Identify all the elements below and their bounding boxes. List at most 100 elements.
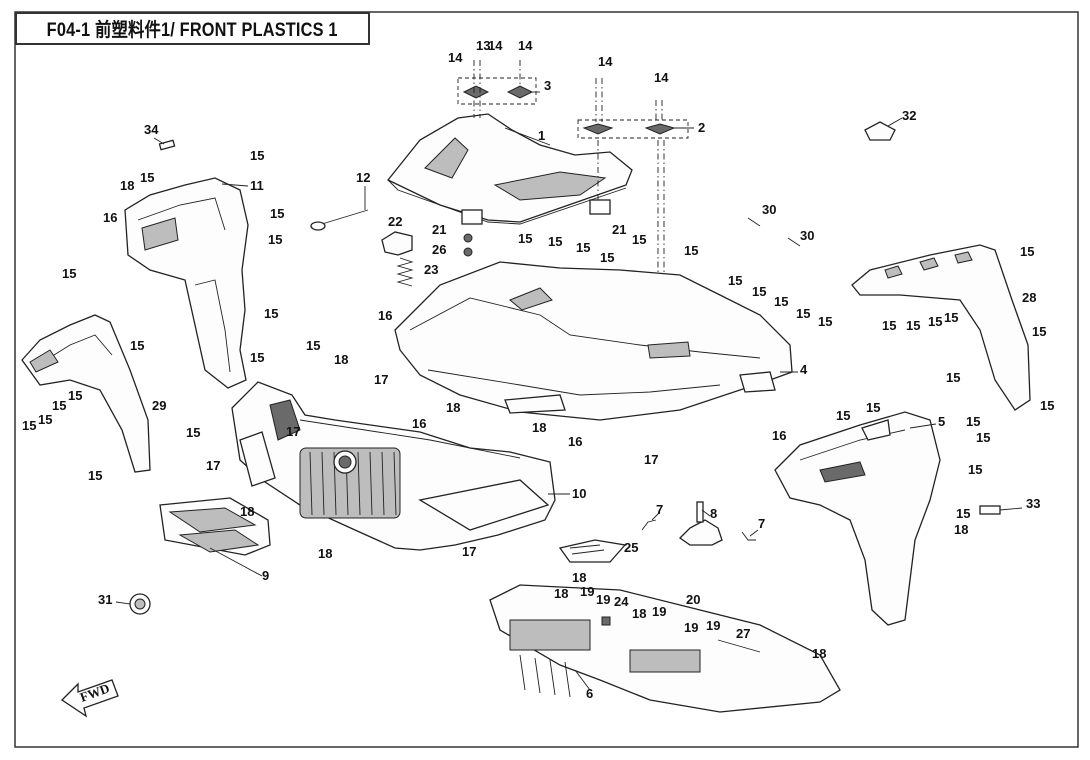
- callout-15: 15: [956, 506, 970, 521]
- leader-line-33: [999, 507, 1023, 511]
- leader-line-1: [504, 127, 551, 146]
- callout-18: 18: [120, 178, 134, 193]
- part-5-right-inner-fender: [774, 411, 941, 626]
- part-34-pad: [158, 139, 176, 151]
- callout-21: 21: [432, 222, 446, 237]
- callout-15: 15: [268, 232, 282, 247]
- part-2-brackets: [577, 78, 689, 360]
- callout-16: 16: [378, 308, 392, 323]
- callout-15: 15: [796, 306, 810, 321]
- callout-15: 15: [1040, 398, 1054, 413]
- part-6-lower-panel: [489, 584, 841, 713]
- callout-15: 15: [130, 338, 144, 353]
- callout-28: 28: [1022, 290, 1036, 305]
- callout-30: 30: [762, 202, 776, 217]
- callout-15: 15: [976, 430, 990, 445]
- callout-15: 15: [140, 170, 154, 185]
- callout-15: 15: [836, 408, 850, 423]
- part-25-vent: [558, 539, 627, 563]
- callout-18: 18: [318, 546, 332, 561]
- callout-15: 15: [600, 250, 614, 265]
- callout-15: 15: [1020, 244, 1034, 259]
- callout-11: 11: [250, 178, 264, 193]
- callout-15: 15: [774, 294, 788, 309]
- callout-15: 15: [186, 425, 200, 440]
- callout-15: 15: [52, 398, 66, 413]
- callout-25: 25: [624, 540, 638, 555]
- callout-15: 15: [632, 232, 646, 247]
- callout-22: 22: [388, 214, 402, 229]
- callout-31: 31: [98, 592, 112, 607]
- callout-23: 23: [424, 262, 438, 277]
- callout-18: 18: [240, 504, 254, 519]
- callout-15: 15: [928, 314, 942, 329]
- callout-4: 4: [800, 362, 808, 377]
- callout-19: 19: [596, 592, 610, 607]
- leader-line-5: [909, 423, 937, 429]
- callout-14: 14: [518, 38, 533, 53]
- callout-15: 15: [250, 148, 264, 163]
- callout-14: 14: [654, 70, 669, 85]
- callout-15: 15: [752, 284, 766, 299]
- callout-17: 17: [206, 458, 220, 473]
- part-1-hood-cover: [386, 113, 633, 225]
- callout-18: 18: [632, 606, 646, 621]
- leader-line-32: [887, 117, 903, 127]
- callout-7: 7: [656, 502, 663, 517]
- callout-19: 19: [706, 618, 720, 633]
- leader-line-8: [701, 509, 711, 517]
- callout-15: 15: [1032, 324, 1046, 339]
- outer-border: [14, 11, 1079, 748]
- callout-16: 16: [568, 434, 582, 449]
- callout-19: 19: [684, 620, 698, 635]
- part-8-funnel: [678, 501, 723, 546]
- callout-7: 7: [758, 516, 765, 531]
- callout-15: 15: [966, 414, 980, 429]
- callout-14: 14: [488, 38, 503, 53]
- callout-10: 10: [572, 486, 586, 501]
- diagram-title: F04-1 前塑料件1/ FRONT PLASTICS 1: [46, 20, 338, 41]
- callout-17: 17: [462, 544, 476, 559]
- callout-12: 12: [356, 170, 370, 185]
- leader-line-6: [574, 669, 591, 691]
- callout-14: 14: [448, 50, 463, 65]
- callout-21: 21: [612, 222, 626, 237]
- callout-15: 15: [518, 231, 532, 246]
- callout-15: 15: [728, 273, 742, 288]
- callout-5: 5: [938, 414, 945, 429]
- callout-30: 30: [800, 228, 814, 243]
- part-27-rod: [717, 639, 761, 653]
- leader-line-9: [209, 547, 263, 577]
- callout-2: 2: [698, 120, 705, 135]
- part-30-clips: [747, 217, 801, 247]
- callout-18: 18: [812, 646, 826, 661]
- leader-line-31: [115, 601, 131, 605]
- callout-16: 16: [772, 428, 786, 443]
- callout-9: 9: [262, 568, 269, 583]
- callout-26: 26: [432, 242, 446, 257]
- callout-24: 24: [614, 594, 629, 609]
- callout-34: 34: [144, 122, 159, 137]
- part-28-right-fender: [851, 244, 1031, 411]
- callout-19: 19: [652, 604, 666, 619]
- leader-line-7: [651, 511, 661, 521]
- callout-15: 15: [968, 462, 982, 477]
- callout-17: 17: [644, 452, 658, 467]
- part-29-left-fender: [21, 314, 151, 473]
- leader-line-7: [749, 529, 759, 537]
- callout-15: 15: [250, 350, 264, 365]
- callout-33: 33: [1026, 496, 1040, 511]
- callout-16: 16: [412, 416, 426, 431]
- callout-18: 18: [954, 522, 968, 537]
- part-33-plate: [979, 505, 1001, 515]
- callout-18: 18: [334, 352, 348, 367]
- part-22-bracket: [381, 231, 413, 256]
- callout-18: 18: [554, 586, 568, 601]
- callout-29: 29: [152, 398, 166, 413]
- callout-18: 18: [532, 420, 546, 435]
- callout-15: 15: [946, 370, 960, 385]
- part-12-cable: [310, 209, 369, 231]
